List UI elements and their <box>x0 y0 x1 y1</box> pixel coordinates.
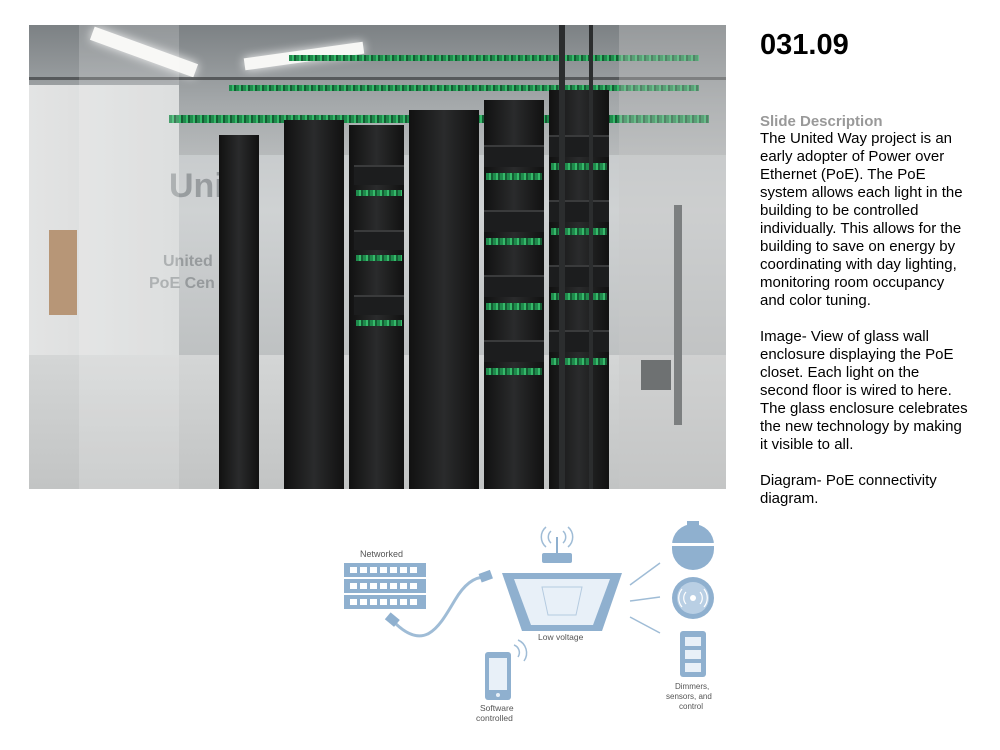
glass-wall <box>619 25 726 489</box>
dimmers-label: control <box>679 702 703 711</box>
patch-cables <box>551 228 607 235</box>
glass-frame <box>589 25 593 489</box>
patch-cables <box>356 255 402 261</box>
dimmer-panel-icon <box>680 631 706 677</box>
glass-lettering: United <box>163 253 213 270</box>
patch-panel <box>354 230 404 250</box>
low-voltage-label: Low voltage <box>538 632 584 642</box>
slide-number: 031.09 <box>760 29 849 61</box>
hallway-door <box>49 230 77 315</box>
electrical-box <box>641 360 671 390</box>
description-paragraph: Diagram- PoE connectivity diagram. <box>760 472 937 507</box>
patch-panel <box>549 265 609 287</box>
server-room-photo: Unit United PoE Cen <box>29 25 726 489</box>
glass-frame <box>559 25 565 489</box>
patch-cables <box>486 303 542 310</box>
camera-dome-icon <box>672 521 714 570</box>
patch-panel <box>484 210 544 232</box>
patch-panel <box>354 295 404 315</box>
server-rack <box>409 110 479 489</box>
software-label: controlled <box>476 713 513 723</box>
patch-panel <box>484 340 544 362</box>
patch-cables <box>356 320 402 326</box>
patch-cables <box>486 173 542 180</box>
patch-cables <box>551 163 607 170</box>
glass-frame <box>29 77 726 80</box>
glass-wall <box>79 25 179 489</box>
patch-panel <box>549 135 609 157</box>
patch-panel <box>484 275 544 297</box>
patch-panel <box>354 165 404 185</box>
patch-cables <box>486 368 542 375</box>
light-fixture-icon <box>502 573 622 631</box>
conduit-pipe <box>674 205 682 425</box>
wifi-router-icon <box>540 526 574 563</box>
dimmers-label: Dimmers, <box>675 682 709 691</box>
description-paragraph: Image- View of glass wall enclosure disp… <box>760 328 968 453</box>
glass-lettering: PoE Cen <box>149 275 215 292</box>
server-rack <box>219 135 259 489</box>
poe-connectivity-diagram: Networked Low voltage <box>344 521 714 723</box>
software-label: Software <box>480 703 514 713</box>
cable-tray <box>229 85 699 91</box>
occupancy-sensor-icon <box>672 577 714 619</box>
patch-panel <box>549 330 609 352</box>
description-paragraph: The United Way project is an early adopt… <box>760 130 963 309</box>
cable-tray <box>289 55 699 61</box>
ethernet-cable-icon <box>384 569 493 638</box>
patch-cables <box>486 238 542 245</box>
patch-cables <box>551 293 607 300</box>
slide-description: The United Way project is an early adopt… <box>760 130 970 526</box>
patch-cables <box>551 358 607 365</box>
server-rack <box>284 120 344 489</box>
description-heading: Slide Description <box>760 113 883 130</box>
patch-panel <box>549 200 609 222</box>
network-switch-icon <box>344 563 426 609</box>
networked-label: Networked <box>360 549 403 559</box>
smartphone-icon <box>485 639 528 700</box>
connection-rays <box>629 562 661 634</box>
patch-cables <box>356 190 402 196</box>
patch-panel <box>484 145 544 167</box>
dimmers-label: sensors, and <box>666 692 712 701</box>
